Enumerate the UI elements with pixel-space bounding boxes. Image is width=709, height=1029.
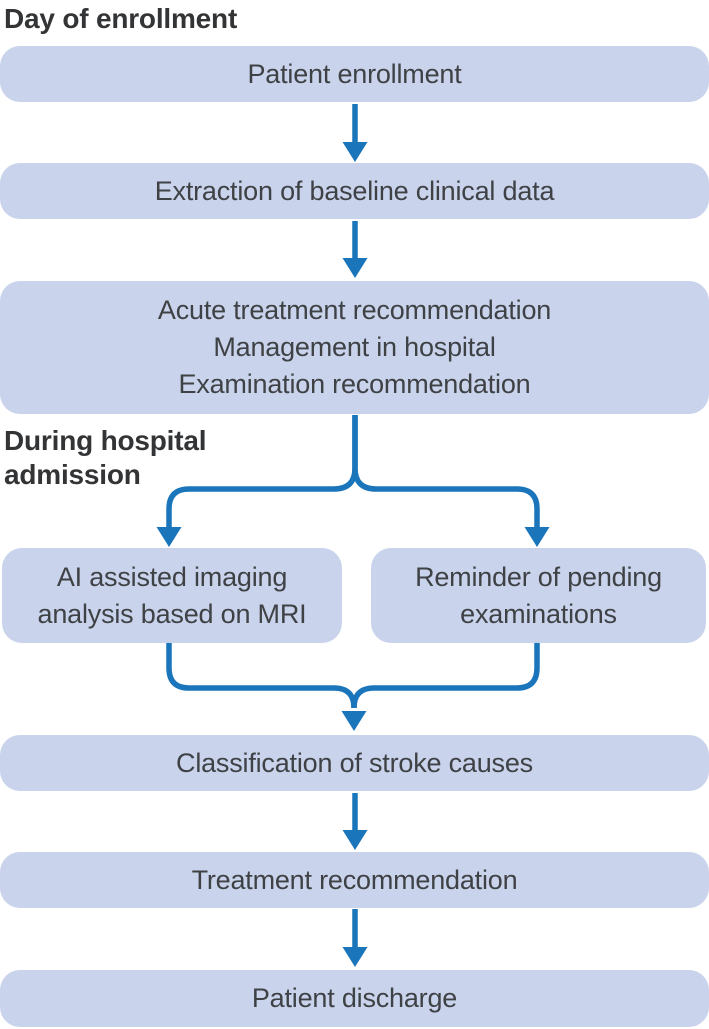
node-reminder-pending-examinations: Reminder of pending examinations (371, 548, 706, 643)
node-patient-enrollment: Patient enrollment (0, 46, 709, 102)
arrow-merge-to-classification (341, 711, 367, 731)
node-label: Reminder of pending (415, 561, 662, 592)
arrow-classification-to-treatment (342, 793, 368, 850)
arrow-treatment-to-discharge (342, 909, 368, 967)
node-label: Extraction of baseline clinical data (154, 175, 555, 206)
node-baseline-extraction: Extraction of baseline clinical data (0, 163, 709, 219)
node-label: Patient discharge (251, 983, 458, 1013)
node-label: Treatment recommendation (191, 864, 518, 895)
node-label: AI assisted imaging (56, 561, 288, 592)
connector-merge-right (351, 643, 540, 709)
arrow-enrollment-to-extraction (342, 104, 368, 162)
node-label: Patient enrollment (247, 58, 462, 89)
heading-line: admission (4, 459, 141, 490)
connector-split-right (352, 415, 550, 547)
node-treatment-recommendation: Treatment recommendation (0, 852, 709, 908)
section-heading-day-of-enrollment: Day of enrollment (4, 3, 238, 34)
arrow-extraction-to-acute (342, 221, 368, 278)
node-label: Examination recommendation (178, 369, 531, 399)
node-label: Acute treatment recommendation (157, 295, 552, 325)
section-heading-during-hospital-admission: During hospital admission (4, 424, 207, 492)
node-acute-bundle: Acute treatment recommendation Managemen… (0, 281, 709, 414)
node-label: Management in hospital (213, 332, 496, 362)
node-label: analysis based on MRI (37, 598, 307, 629)
node-classification: Classification of stroke causes (0, 735, 709, 791)
node-ai-imaging: AI assisted imaging analysis based on MR… (2, 548, 342, 643)
node-label: examinations (460, 598, 617, 629)
node-label: Classification of stroke causes (176, 747, 533, 778)
node-patient-discharge: Patient discharge (0, 970, 709, 1027)
connector-merge-left (166, 643, 357, 709)
heading-line: During hospital (4, 425, 207, 456)
